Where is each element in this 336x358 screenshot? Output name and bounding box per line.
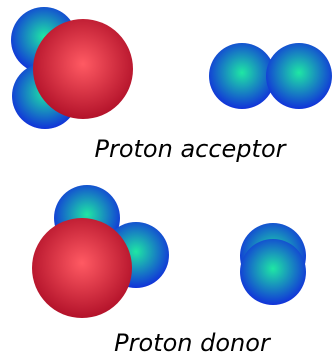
blue-atom: [209, 43, 275, 109]
red-atom: [32, 218, 132, 318]
acceptor-panel: Proton acceptor: [11, 7, 332, 163]
proton-donor-caption: Proton donor: [114, 329, 272, 357]
blue-atom: [240, 239, 306, 305]
acceptor-right-molecule: [209, 43, 332, 109]
donor-panel: Proton donor: [32, 185, 306, 357]
acceptor-left-molecule: [11, 7, 133, 129]
red-atom: [33, 19, 133, 119]
donor-right-molecule: [240, 223, 306, 305]
proton-acceptor-caption: Proton acceptor: [94, 135, 287, 163]
donor-left-molecule: [32, 185, 169, 318]
blue-atom: [266, 43, 332, 109]
